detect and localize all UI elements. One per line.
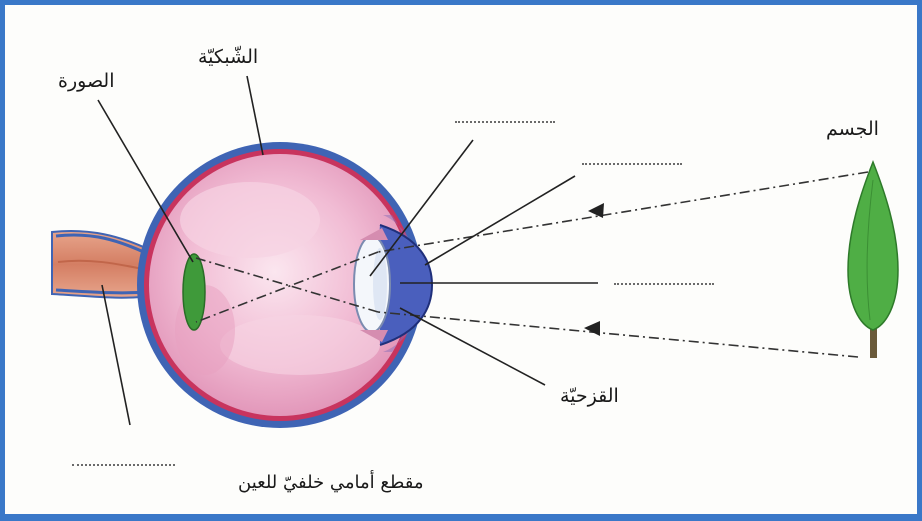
leader-iris (400, 308, 545, 385)
leader-blank-2 (425, 176, 575, 265)
blank-line-upper (582, 163, 682, 165)
object-tree (848, 162, 898, 358)
optic-nerve (52, 231, 150, 298)
blank-line-nerve (72, 464, 175, 466)
label-iris: القزحيّة (560, 385, 619, 407)
leader-retina (247, 76, 263, 155)
label-image: الصورة (58, 70, 115, 92)
blank-line-lens (455, 121, 555, 123)
label-object: الجسم (826, 118, 879, 140)
blank-line-cornea (614, 283, 714, 285)
leader-nerve (102, 285, 130, 425)
ray-arrow-bottom (584, 321, 600, 336)
label-retina: الشّبكيّة (198, 46, 258, 68)
diagram-caption: مقطع أمامي خلفيّ للعين (238, 472, 423, 493)
retina-image (183, 254, 205, 330)
